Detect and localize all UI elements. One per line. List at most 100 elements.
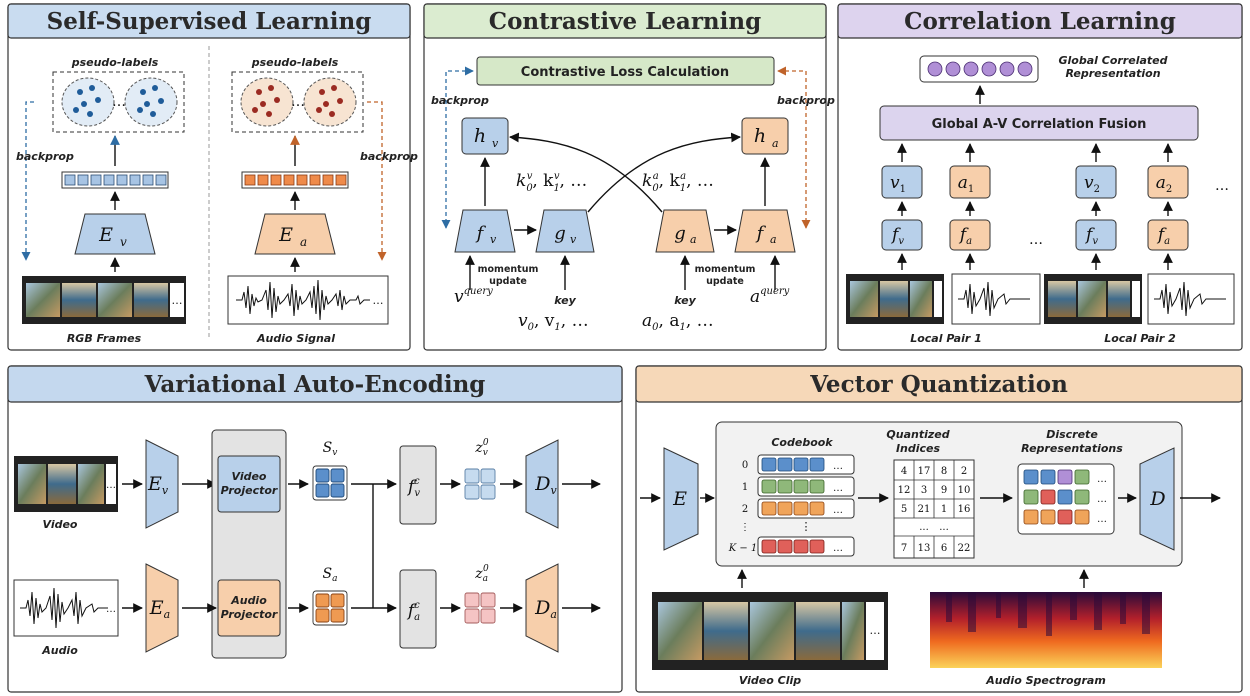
svg-text:…: …: [1097, 494, 1107, 505]
svg-text:…: …: [172, 294, 183, 307]
pseudo-labels-video: pseudo-labels: [71, 56, 159, 69]
panel-title: Contrastive Learning: [489, 8, 761, 35]
audio-signal-image: …: [227, 275, 389, 325]
encoder-video-shape: [145, 439, 179, 529]
local-pair-2-label: Local Pair 2: [1104, 332, 1176, 345]
svg-text:10: 10: [958, 485, 971, 496]
svg-text:…: …: [833, 483, 843, 494]
cluster-icon: [240, 77, 294, 127]
encoder-audio-sub: a: [300, 235, 307, 249]
v-keys: v0, v1, …: [518, 311, 589, 333]
hv-label: h: [474, 125, 486, 147]
sv-grid: [312, 465, 348, 501]
svg-text:…: …: [833, 505, 843, 516]
fa-sub: a: [770, 233, 777, 246]
encoder-audio-shape: [254, 213, 336, 255]
svg-text:...: ...: [939, 522, 949, 533]
panel-title: Self-Supervised Learning: [47, 8, 372, 35]
encoder-video-label: E: [98, 224, 113, 246]
zv-label: zv0: [474, 438, 488, 458]
global-rep-label: Representation: [1065, 67, 1160, 80]
feature-vector-audio: [241, 171, 349, 189]
video-clip-image: …: [652, 592, 888, 670]
local-pair-1-label: Local Pair 1: [910, 332, 982, 345]
za-label: za0: [474, 564, 489, 584]
video-projector-label: Video: [232, 470, 267, 483]
fv-encoder: [454, 209, 516, 253]
global-rep-label: Global Correlated: [1059, 54, 1168, 67]
backprop-label: backprop: [16, 150, 74, 163]
svg-text:…: …: [1097, 514, 1107, 525]
panel-self-supervised: Self-Supervised Learning pseudo-labels ……: [7, 3, 418, 351]
panel-header: [7, 3, 411, 39]
svg-text:…: …: [833, 543, 843, 554]
codebook-row-2: …: [757, 498, 855, 519]
codebook-row-label: ⋮: [740, 522, 750, 533]
svg-text:13: 13: [918, 543, 931, 554]
discrete-label: Representations: [1021, 442, 1123, 455]
svg-text:...: ...: [919, 522, 929, 533]
panel-header: [7, 365, 623, 403]
cluster-icon: [303, 77, 357, 127]
local-pair-2-images: [1044, 273, 1235, 325]
quantized-label: Quantized: [886, 428, 949, 441]
ellipsis: …: [1029, 232, 1043, 248]
ellipsis: …: [112, 94, 126, 110]
svg-text:17: 17: [918, 466, 931, 477]
panel-correlation: Correlation Learning Global Correlated R…: [837, 3, 1243, 351]
svg-text:22: 22: [958, 543, 971, 554]
fvc-label: fvc: [406, 476, 420, 499]
panel-title: Variational Auto-Encoding: [144, 371, 486, 398]
ha-sub: a: [772, 137, 779, 150]
quantized-label: Indices: [896, 442, 941, 455]
panel-title: Correlation Learning: [904, 8, 1176, 35]
contrastive-loss-label: Contrastive Loss Calculation: [521, 65, 729, 80]
video-projector-label: Projector: [221, 484, 278, 497]
decoder-audio-shape: [525, 563, 559, 653]
encoder-video-sub: v: [120, 235, 127, 249]
cross-arrow: [509, 132, 663, 213]
a-keys: a0, a1, …: [642, 311, 714, 333]
encoder-audio-shape: [145, 563, 179, 653]
codebook-row-0: …: [757, 454, 855, 475]
key-set-video: k0v, k1v, …: [516, 171, 587, 194]
video-clip-label: Video Clip: [739, 674, 801, 687]
backprop-arrow-video: [21, 101, 34, 261]
svg-text:…: …: [106, 604, 116, 615]
encoder-audio-label: E: [278, 224, 293, 246]
video-projector-box: [217, 455, 281, 513]
audio-projector-label: Audio: [230, 594, 267, 607]
svg-text:3: 3: [921, 485, 927, 496]
fv-sub: v: [490, 233, 497, 246]
audio-waveform-image: …: [13, 579, 119, 637]
cluster-icon: [124, 77, 178, 127]
codebook-label: Codebook: [771, 436, 833, 449]
ga-sub: a: [690, 233, 697, 246]
svg-text:5: 5: [901, 504, 907, 515]
svg-text:…: …: [833, 461, 843, 472]
ha-label: h: [754, 125, 766, 147]
panel-header: [635, 365, 1243, 403]
gv-label: g: [554, 223, 566, 244]
gv-encoder: [535, 209, 595, 253]
sa-grid: [312, 590, 348, 626]
codebook-row-label: 2: [742, 504, 748, 515]
spectrogram-label: Audio Spectrogram: [985, 674, 1106, 687]
audio-label: Audio: [41, 644, 78, 657]
backprop-arrow-video: [441, 66, 474, 229]
local-pair-1-images: [846, 273, 1041, 325]
svg-text:7: 7: [901, 543, 907, 554]
fusion-label: Global A-V Correlation Fusion: [932, 117, 1147, 132]
panel-contrastive: Contrastive Learning Contrastive Loss Ca…: [423, 3, 835, 351]
svg-text:4: 4: [901, 466, 907, 477]
fusion-box: [879, 105, 1199, 141]
discrete-label: Discrete: [1046, 428, 1098, 441]
hv-sub: v: [492, 137, 499, 150]
key-set-audio: k0a, k1a, …: [642, 171, 714, 194]
fvc-box: [399, 445, 437, 525]
ellipsis: …: [291, 94, 305, 110]
update-label: update: [706, 276, 744, 287]
panel-vae: Variational Auto-Encoding … Video Ev Vid…: [7, 365, 623, 693]
backprop-label: backprop: [777, 94, 835, 107]
